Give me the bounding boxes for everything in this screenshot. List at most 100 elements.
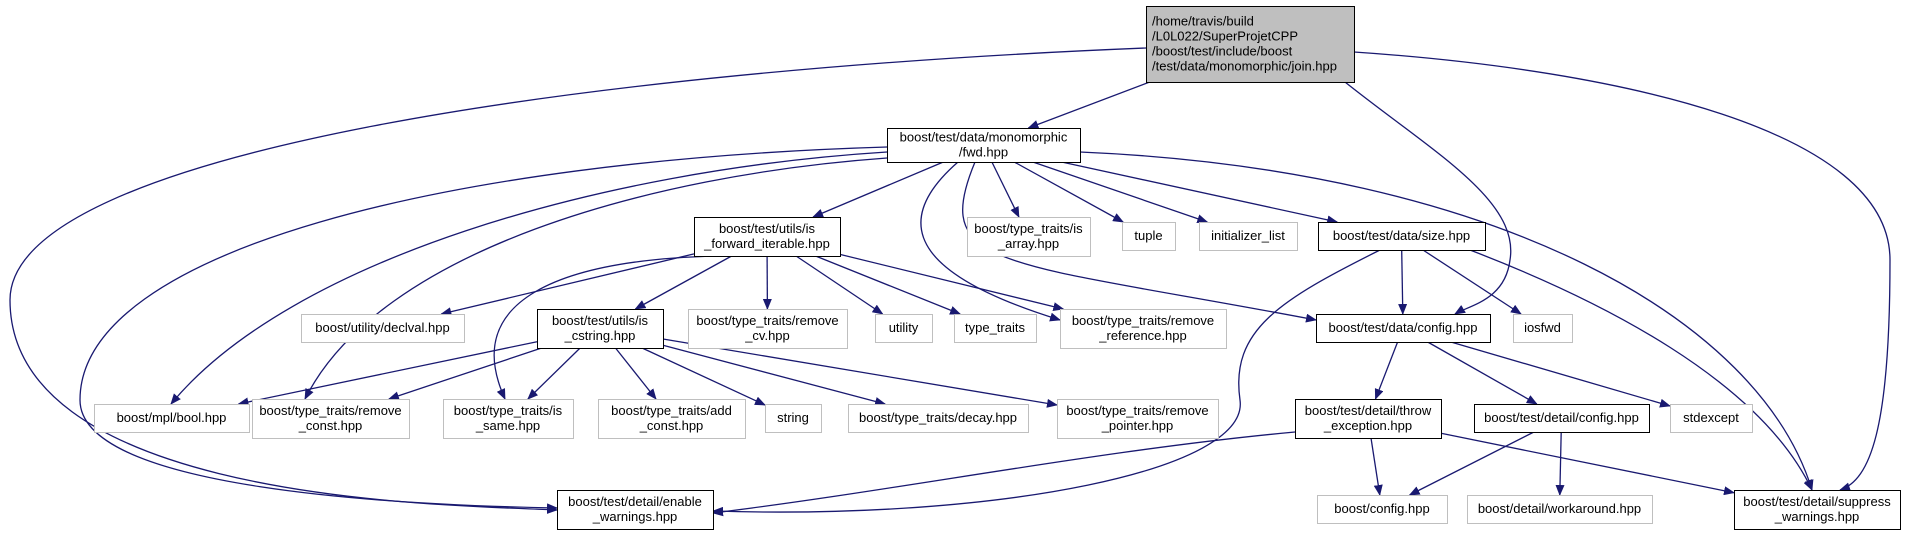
node-is_cstring[interactable]: boost/test/utils/is_cstring.hpp [537,309,664,349]
node-box [1317,495,1448,524]
node-enable_warn[interactable]: boost/test/detail/enable_warnings.hpp [557,490,714,530]
nodes-layer: /home/travis/build/L0L022/SuperProjetCPP… [94,6,1901,530]
node-box [887,128,1081,163]
node-tt_is_array[interactable]: boost/type_traits/is_array.hpp [967,217,1091,257]
node-detail_config[interactable]: boost/test/detail/config.hpp [1474,404,1650,433]
node-box [875,314,933,343]
node-data_config[interactable]: boost/test/data/config.hpp [1316,314,1491,343]
edge-size-to-enable_warn [712,249,1381,516]
edge-fwd-to-data_config [961,161,1317,323]
node-label: boost/type_traits/is [974,221,1083,236]
edge-throw_exc-to-suppress_warn [1440,432,1735,496]
node-string[interactable]: string [765,404,822,433]
edge-throw_exc-to-boost_config [1370,437,1383,496]
node-mpl_bool[interactable]: boost/mpl/bool.hpp [94,404,250,433]
node-box [301,314,465,343]
node-label: /L0L022/SuperProjetCPP [1152,29,1298,44]
edge-detail_config-to-boost_config [1408,431,1535,496]
edge-fwd-to-enable_warn [79,146,888,513]
node-boost_config[interactable]: boost/config.hpp [1317,495,1448,524]
node-root: /home/travis/build/L0L022/SuperProjetCPP… [1146,6,1355,83]
node-is_fwd_iter[interactable]: boost/test/utils/is_forward_iterable.hpp [694,217,841,257]
node-label: tuple [1134,228,1162,243]
edge-fwd-to-mpl_bool [170,151,888,405]
edge-is_cstring-to-is_same [527,347,581,400]
edge-is_cstring-to-decay [662,344,887,406]
node-box [688,309,848,349]
node-box [967,217,1091,257]
node-label: boost/utility/declval.hpp [315,320,449,335]
node-suppress_warn[interactable]: boost/test/detail/suppress_warnings.hpp [1734,490,1901,530]
node-iosfwd[interactable]: iosfwd [1513,314,1573,343]
node-label: _cv.hpp [744,328,790,343]
node-label: iosfwd [1524,320,1561,335]
node-box [1057,399,1219,439]
edge-is_fwd_iter-to-remove_ref [839,253,1065,311]
node-workaround[interactable]: boost/detail/workaround.hpp [1467,495,1653,524]
node-label: boost/test/detail/suppress [1743,494,1891,509]
edge-data_config-to-stdexcept [1450,341,1671,408]
edges-layer [9,47,1891,517]
node-label: boost/type_traits/add [611,403,732,418]
node-label: /fwd.hpp [959,145,1008,160]
edge-fwd-to-init_list [1032,161,1209,224]
node-box [1734,490,1901,530]
edge-is_cstring-to-remove_const [387,347,542,401]
node-decay[interactable]: boost/type_traits/decay.hpp [848,404,1029,433]
node-label: _array.hpp [997,236,1059,251]
node-label: boost/test/data/size.hpp [1333,228,1470,243]
node-label: boost/type_traits/remove [696,313,838,328]
node-label: _pointer.hpp [1101,418,1174,433]
node-label: initializer_list [1211,228,1285,243]
node-label: boost/config.hpp [1334,501,1429,516]
edge-size-to-iosfwd [1422,249,1522,315]
node-stdexcept[interactable]: stdexcept [1670,404,1753,433]
edge-root-to-data_config [1344,81,1512,315]
node-box [1060,309,1227,349]
node-box [1295,399,1442,439]
node-remove_ptr[interactable]: boost/type_traits/remove_pointer.hpp [1057,399,1219,439]
node-box [1122,222,1176,251]
node-label: string [777,410,809,425]
node-label: boost/type_traits/remove [1066,403,1208,418]
node-declval[interactable]: boost/utility/declval.hpp [301,314,465,343]
node-size[interactable]: boost/test/data/size.hpp [1318,222,1486,251]
edge-fwd-to-remove_ref [920,161,1061,322]
edge-fwd-to-tuple [1013,161,1124,223]
node-box [848,404,1029,433]
edge-data_config-to-detail_config [1427,341,1538,405]
node-tuple[interactable]: tuple [1122,222,1176,251]
edge-is_fwd_iter-to-is_same [493,255,717,400]
node-label: /test/data/monomorphic/join.hpp [1152,59,1337,74]
node-label: _const.hpp [639,418,704,433]
node-box [1467,495,1653,524]
node-remove_ref[interactable]: boost/type_traits/remove_reference.hpp [1060,309,1227,349]
node-add_const[interactable]: boost/type_traits/add_const.hpp [598,399,746,439]
node-label: _reference.hpp [1098,328,1186,343]
node-utility[interactable]: utility [875,314,933,343]
node-throw_exc[interactable]: boost/test/detail/throw_exception.hpp [1295,399,1442,439]
node-box [1146,6,1355,83]
node-box [1316,314,1491,343]
node-box [1474,404,1650,433]
node-label: /home/travis/build [1152,14,1254,29]
node-init_list[interactable]: initializer_list [1199,222,1298,251]
node-is_same[interactable]: boost/type_traits/is_same.hpp [443,399,574,439]
edge-is_cstring-to-string [641,347,766,406]
edge-root-to-suppress_warn [1353,51,1891,492]
node-type_traits[interactable]: type_traits [954,314,1037,343]
edge-is_cstring-to-remove_ptr [662,338,1058,408]
node-label: stdexcept [1683,410,1739,425]
node-remove_cv[interactable]: boost/type_traits/remove_cv.hpp [688,309,848,349]
node-label: boost/test/detail/throw [1305,403,1432,418]
node-label: boost/test/detail/config.hpp [1484,410,1639,425]
node-box [1318,222,1486,251]
node-box [765,404,822,433]
edge-is_cstring-to-add_const [614,347,657,400]
node-label: _cstring.hpp [564,328,636,343]
node-fwd[interactable]: boost/test/data/monomorphic/fwd.hpp [887,128,1081,163]
node-label: _warnings.hpp [592,509,678,524]
node-label: utility [889,320,919,335]
node-remove_const[interactable]: boost/type_traits/remove_const.hpp [252,399,410,439]
